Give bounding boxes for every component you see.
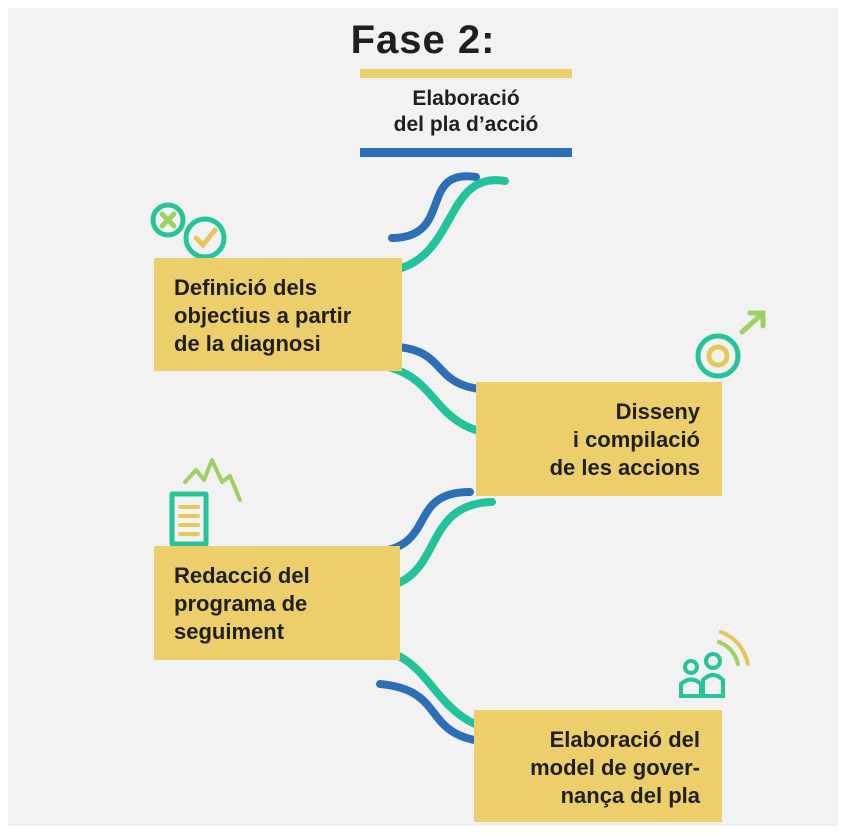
title-bar-blue bbox=[360, 148, 572, 157]
step-box-governance-model: Elaboració del model de gover- nança del… bbox=[474, 710, 722, 822]
step-box-monitoring-program: Redacció del programa de seguiment bbox=[154, 546, 400, 660]
phase-subtitle: Elaboració del pla d’acció bbox=[393, 87, 539, 136]
step-box-objectives: Definició dels objectius a partir de la … bbox=[154, 258, 402, 371]
title-bar-yellow bbox=[360, 69, 572, 78]
phase-title: Fase 2: bbox=[350, 18, 496, 62]
step-box-actions-design: Disseny i compilació de les accions bbox=[476, 382, 722, 496]
